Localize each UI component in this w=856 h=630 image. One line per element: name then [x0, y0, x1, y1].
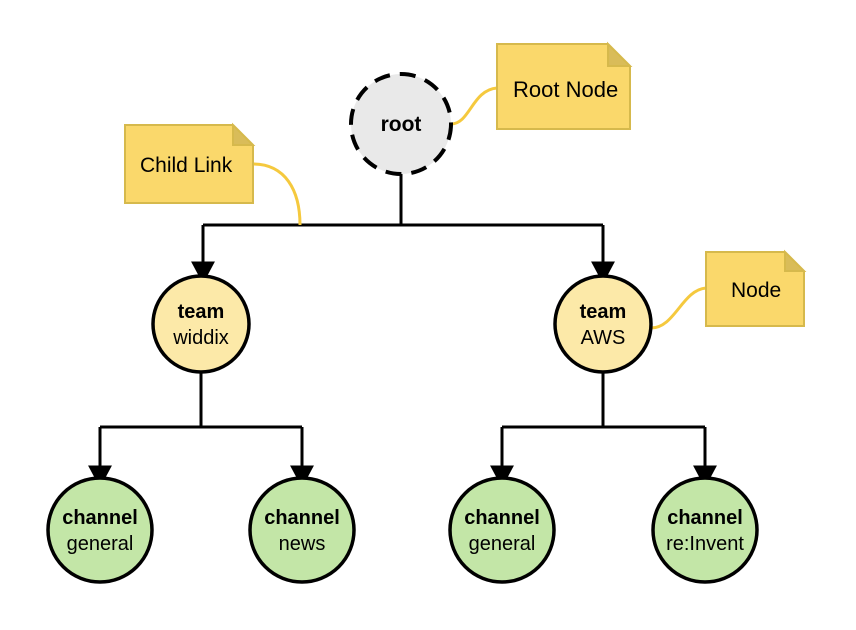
node-layer: root team widdix team AWS channel genera…	[46, 72, 759, 584]
note-child-link-fold-icon	[232, 122, 256, 146]
note-root-node[interactable]: Root Node	[496, 41, 633, 130]
node-root[interactable]: root	[349, 72, 453, 176]
node-team-widdix-subtitle: widdix	[172, 327, 229, 349]
node-channel-widdix-news-subtitle: news	[279, 533, 326, 555]
node-team-aws-title: team	[580, 301, 627, 323]
node-channel-aws-general-circle[interactable]	[448, 476, 556, 584]
note-layer: Root Node Child Link Node	[124, 41, 807, 327]
node-team-aws[interactable]: team AWS	[553, 274, 653, 374]
note-child-link-label: Child Link	[140, 154, 233, 177]
node-team-aws-circle[interactable]	[553, 274, 653, 374]
note-connector-layer	[252, 86, 707, 330]
node-root-circle[interactable]	[349, 72, 453, 176]
node-channel-widdix-news-circle[interactable]	[248, 476, 356, 584]
node-root-title: root	[381, 113, 422, 136]
node-channel-widdix-news-title: channel	[264, 507, 340, 529]
node-channel-widdix-news[interactable]: channel news	[248, 476, 356, 584]
node-channel-aws-reinvent-title: channel	[667, 507, 743, 529]
node-team-widdix[interactable]: team widdix	[151, 274, 251, 374]
connector-root-note	[450, 86, 498, 126]
node-channel-aws-reinvent[interactable]: channel re:Invent	[651, 476, 759, 584]
node-channel-aws-general-title: channel	[464, 507, 540, 529]
note-child-link-body[interactable]	[124, 124, 254, 204]
connector-child-link-note	[252, 162, 302, 226]
note-node-body[interactable]	[705, 251, 805, 327]
node-channel-aws-general[interactable]: channel general	[448, 476, 556, 584]
node-channel-aws-reinvent-circle[interactable]	[651, 476, 759, 584]
node-channel-widdix-general-circle[interactable]	[46, 476, 154, 584]
node-channel-aws-reinvent-subtitle: re:Invent	[666, 533, 744, 555]
node-channel-widdix-general-subtitle: general	[67, 533, 134, 555]
note-root-node-fold-icon	[607, 41, 633, 67]
node-channel-aws-general-subtitle: general	[469, 533, 536, 555]
connector-node-note	[650, 286, 707, 330]
note-node-label: Node	[731, 279, 781, 302]
node-channel-widdix-general-title: channel	[62, 507, 138, 529]
node-team-widdix-circle[interactable]	[151, 274, 251, 374]
note-root-node-body[interactable]	[496, 43, 631, 130]
node-team-widdix-title: team	[178, 301, 225, 323]
edge-layer	[88, 174, 717, 488]
note-node-fold-icon	[784, 249, 807, 272]
node-team-aws-subtitle: AWS	[581, 327, 626, 349]
note-child-link[interactable]: Child Link	[124, 122, 256, 204]
note-node[interactable]: Node	[705, 249, 807, 327]
node-channel-widdix-general[interactable]: channel general	[46, 476, 154, 584]
note-root-node-label: Root Node	[513, 77, 618, 102]
